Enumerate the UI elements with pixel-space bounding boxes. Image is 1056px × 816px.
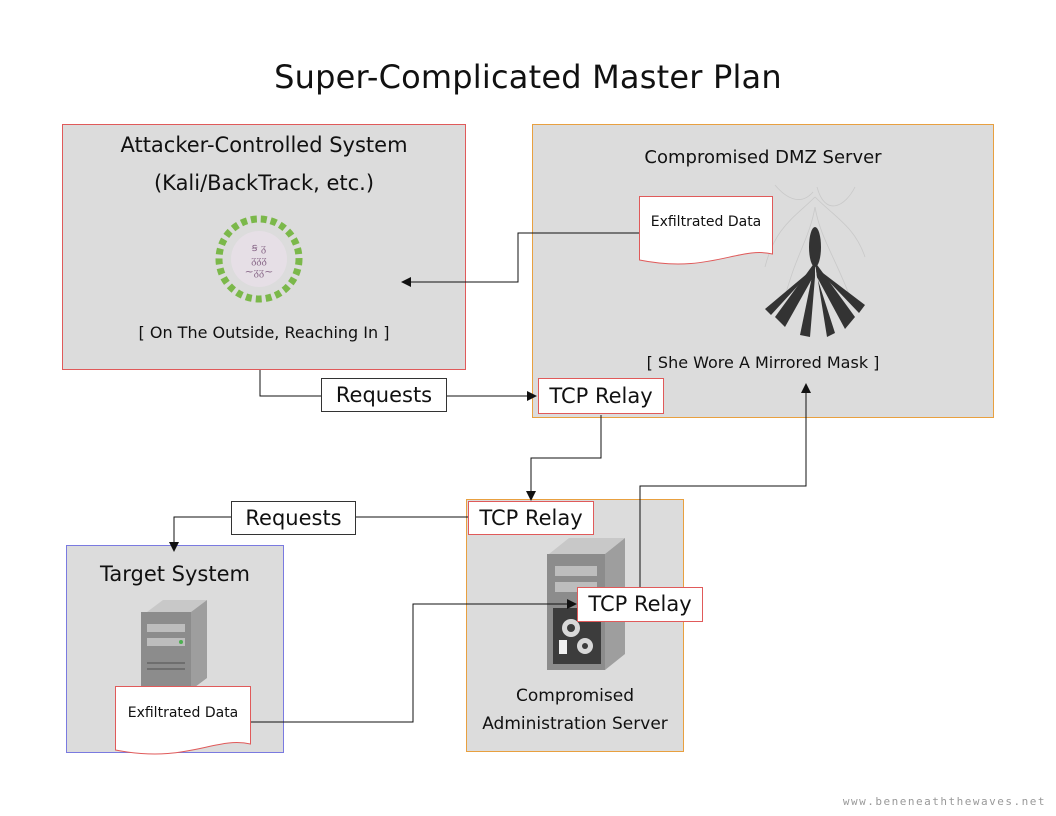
admin-title-line2: Administration Server <box>482 714 668 734</box>
exfil-link-to-attacker <box>401 232 639 287</box>
requests-label-1: Requests <box>321 378 447 412</box>
admin-server-box: Compromised Administration Server <box>466 499 684 752</box>
attacker-caption: [ On The Outside, Reaching In ] <box>138 323 390 342</box>
exfil-link-to-dmz <box>639 383 811 588</box>
requests-link-2 <box>169 516 468 552</box>
admin-title-line1: Compromised <box>515 686 635 706</box>
target-title: Target System <box>100 562 250 586</box>
exfil-link-to-admin-relay <box>251 599 577 723</box>
document-shape-icon <box>639 196 773 265</box>
svg-text:~ᵹᵹ~: ~ᵹᵹ~ <box>245 265 274 278</box>
attacker-emblem-icon: ꞩ ᵹ ᵹᵹᵹ ~ᵹᵹ~ <box>215 215 303 303</box>
admin-tcp-relay-out: TCP Relay <box>577 587 703 622</box>
target-exfiltrated-data-doc: Exfiltrated Data <box>115 686 251 760</box>
svg-text:ᵹᵹᵹ: ᵹᵹᵹ <box>251 253 267 266</box>
diagram-title: Super-Complicated Master Plan <box>274 58 782 96</box>
attacker-title-line1: Attacker-Controlled System <box>120 133 408 157</box>
target-doc-label: Exfiltrated Data <box>127 705 239 721</box>
attacker-title-line2: (Kali/BackTrack, etc.) <box>153 171 375 195</box>
dmz-title: Compromised DMZ Server <box>644 147 882 168</box>
admin-tcp-relay-in: TCP Relay <box>468 501 594 535</box>
attacker-system-box: Attacker-Controlled System (Kali/BackTra… <box>62 124 466 370</box>
document-shape-icon <box>115 686 251 755</box>
dmz-exfiltrated-data-doc: Exfiltrated Data <box>639 196 773 270</box>
mirrored-mask-figure-icon <box>764 184 866 337</box>
server-tower-icon <box>141 600 207 688</box>
dmz-doc-label: Exfiltrated Data <box>650 214 762 230</box>
footer-url: www.beneneaththewaves.net <box>842 795 1046 808</box>
requests-label-2: Requests <box>231 501 356 535</box>
dmz-caption: [ She Wore A Mirrored Mask ] <box>646 353 880 372</box>
svg-text:ꞩ ᵹ: ꞩ ᵹ <box>252 241 266 254</box>
relay-link-dmz-to-admin <box>526 415 602 501</box>
dmz-tcp-relay: TCP Relay <box>538 378 664 414</box>
dmz-server-box: Compromised DMZ Server [ She Wore A Mirr… <box>532 124 994 418</box>
